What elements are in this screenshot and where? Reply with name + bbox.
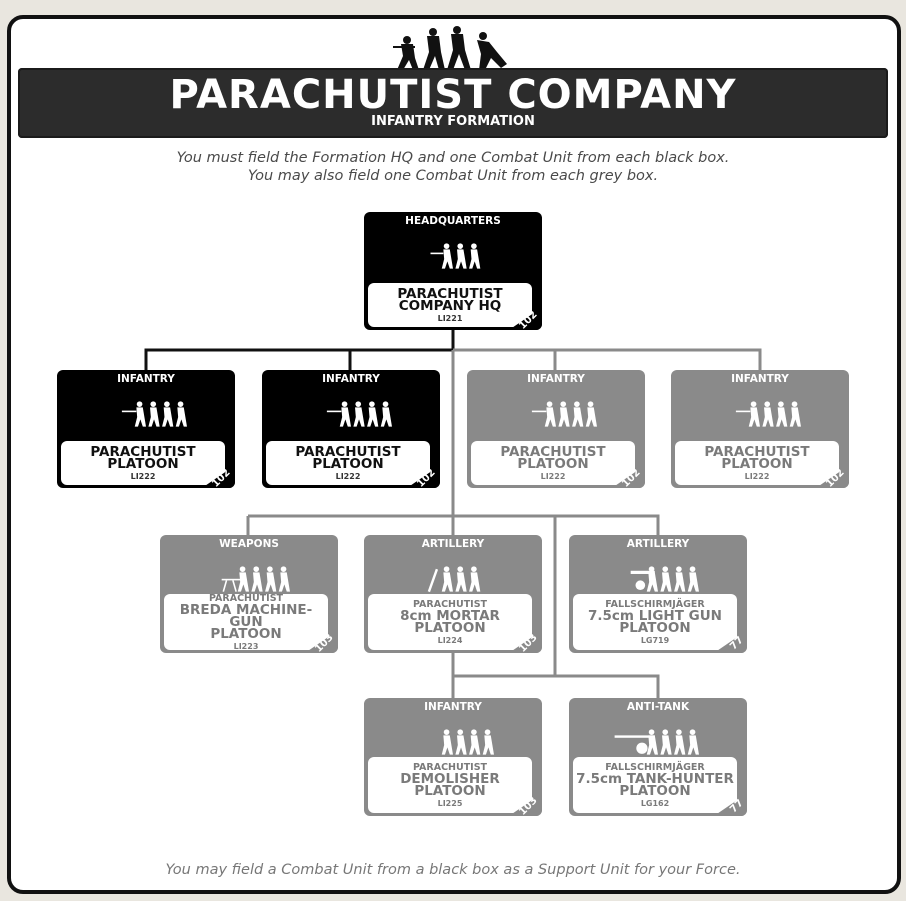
unit-category: INFANTRY (731, 373, 789, 385)
unit-prefix: PARACHUTIST (208, 592, 284, 604)
unit-prefix: FALLSCHIRMJÄGER (605, 761, 705, 773)
unit-code: LI224 (437, 635, 463, 645)
mortar-team-icon (427, 566, 481, 593)
unit-name-line: PLATOON (312, 455, 384, 472)
unit-name-line: PARACHUTIST (295, 443, 401, 460)
infantry-soldiers-icon (326, 401, 392, 427)
unit-category: INFANTRY (322, 373, 380, 385)
unit-code: LI222 (335, 471, 361, 481)
unit-name-line: 7.5cm TANK-HUNTER (576, 770, 734, 787)
unit-name-line: PLATOON (619, 782, 691, 799)
page-subtitle: INFANTRY FORMATION (371, 114, 535, 129)
title-banner: PARACHUTIST COMPANY INFANTRY FORMATION (18, 68, 888, 138)
unit-name-line: PLATOON (414, 619, 486, 636)
unit-prefix: FALLSCHIRMJÄGER (605, 598, 705, 610)
infantry-soldiers-icon (531, 401, 597, 427)
unit-prefix: PARACHUTIST (412, 761, 488, 773)
unit-category: ARTILLERY (421, 538, 485, 550)
unit-code: LG719 (640, 635, 670, 645)
unit-code: LI221 (437, 313, 463, 323)
unit-category: INFANTRY (424, 701, 482, 713)
unit-name-line: PLATOON (210, 625, 282, 642)
infantry-soldiers-icon (121, 401, 187, 427)
infantry-soldiers-icon (735, 401, 801, 427)
anti-tank-gun-team-icon (614, 729, 699, 755)
unit-name-line: 8cm MORTAR (400, 607, 500, 624)
unit-code: LI222 (130, 471, 156, 481)
unit-name-line: PARACHUTIST (704, 443, 810, 460)
unit-name-line: 7.5cm LIGHT GUN (588, 607, 722, 624)
unit-name-line: PARACHUTIST (397, 285, 503, 302)
unit-code: LI223 (233, 641, 259, 651)
unit-name-line: PARACHUTIST (90, 443, 196, 460)
unit-prefix: PARACHUTIST (412, 598, 488, 610)
page-title: PARACHUTIST COMPANY (169, 72, 737, 118)
unit-name-line: DEMOLISHER (400, 770, 500, 787)
unit-code: LI225 (437, 798, 463, 808)
footer-note: You may field a Combat Unit from a black… (165, 862, 741, 878)
demolisher-soldiers-icon (441, 729, 494, 755)
unit-name-line: PLATOON (414, 782, 486, 799)
unit-code: LI222 (540, 471, 566, 481)
unit-name-line: PLATOON (721, 455, 793, 472)
unit-name-line: PLATOON (517, 455, 589, 472)
hq-soldiers-icon (430, 243, 481, 269)
unit-code: LI222 (744, 471, 770, 481)
unit-category: ARTILLERY (626, 538, 690, 550)
unit-name-line: BREDA MACHINE-GUN (179, 601, 313, 630)
light-gun-team-icon (630, 566, 699, 592)
unit-category: INFANTRY (117, 373, 175, 385)
unit-category: INFANTRY (527, 373, 585, 385)
unit-name-line: PARACHUTIST (500, 443, 606, 460)
unit-name-line: COMPANY HQ (398, 297, 502, 314)
unit-name-line: PLATOON (619, 619, 691, 636)
unit-code: LG162 (640, 798, 670, 808)
unit-name-line: PLATOON (107, 455, 179, 472)
instruction-line-2: You may also field one Combat Unit from … (247, 168, 659, 184)
unit-category: ANTI-TANK (626, 701, 690, 713)
machine-gun-team-icon (221, 566, 290, 592)
soldiers-logo-icon (393, 26, 507, 70)
unit-category: WEAPONS (219, 538, 279, 550)
unit-category: HEADQUARTERS (405, 215, 501, 227)
instruction-line-1: You must field the Formation HQ and one … (176, 150, 730, 166)
